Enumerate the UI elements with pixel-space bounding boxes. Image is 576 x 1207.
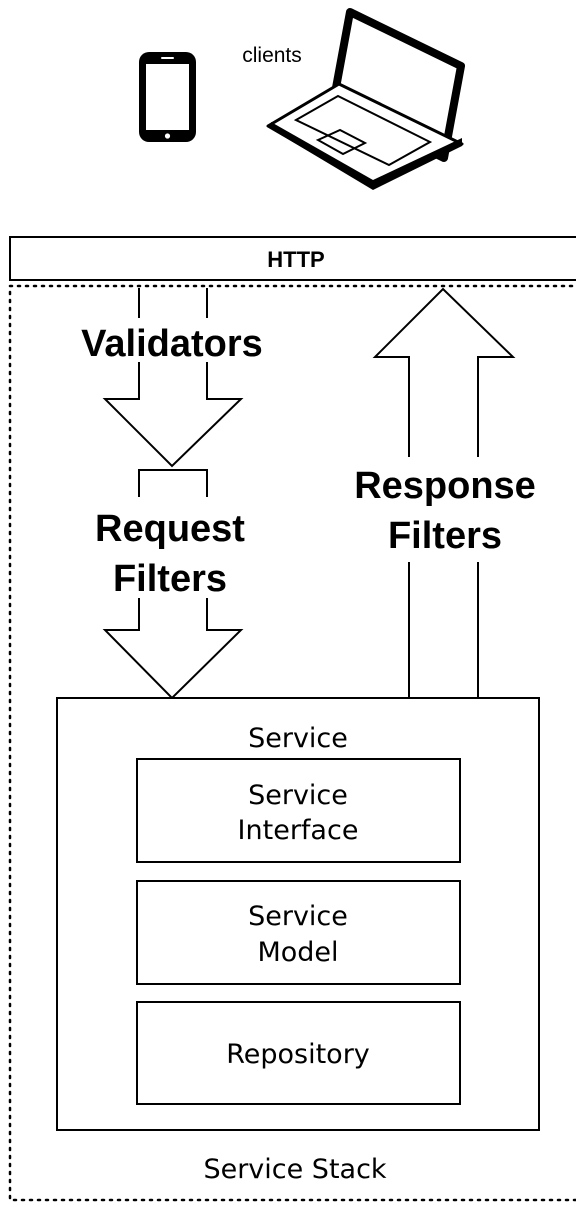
request-filters-label-line2: Filters bbox=[113, 558, 227, 600]
response-filters-label-line2: Filters bbox=[388, 515, 502, 557]
service-stack-label: Service Stack bbox=[203, 1154, 386, 1185]
service-label: Service bbox=[248, 723, 348, 754]
response-filters-arrow: Response Filters bbox=[354, 287, 536, 698]
service-interface-label-line2: Interface bbox=[238, 815, 359, 846]
request-filters-label-line1: Request bbox=[95, 508, 245, 550]
validators-label: Validators bbox=[81, 323, 263, 365]
service-model-box: Service Model bbox=[136, 880, 461, 985]
validators-arrow: Validators bbox=[65, 288, 277, 468]
http-bar: HTTP bbox=[9, 236, 576, 281]
service-interface-label-line1: Service bbox=[248, 780, 348, 811]
service-model-label-line2: Model bbox=[257, 937, 338, 968]
service-stack-boundary bbox=[8, 284, 576, 1202]
service-model-label-line1: Service bbox=[248, 901, 348, 932]
repository-label: Repository bbox=[226, 1039, 370, 1070]
clients-group: clients bbox=[139, 8, 465, 190]
request-filters-arrow: Request Filters bbox=[95, 469, 245, 700]
clients-label: clients bbox=[242, 44, 302, 67]
service-interface-box: Service Interface bbox=[136, 758, 461, 863]
laptop-icon bbox=[266, 8, 465, 190]
http-label: HTTP bbox=[267, 247, 324, 272]
repository-box: Repository bbox=[136, 1001, 461, 1105]
response-filters-label-line1: Response bbox=[354, 465, 536, 507]
service-box: Service Service Interface Service Model … bbox=[56, 697, 540, 1131]
smartphone-icon bbox=[139, 52, 196, 142]
